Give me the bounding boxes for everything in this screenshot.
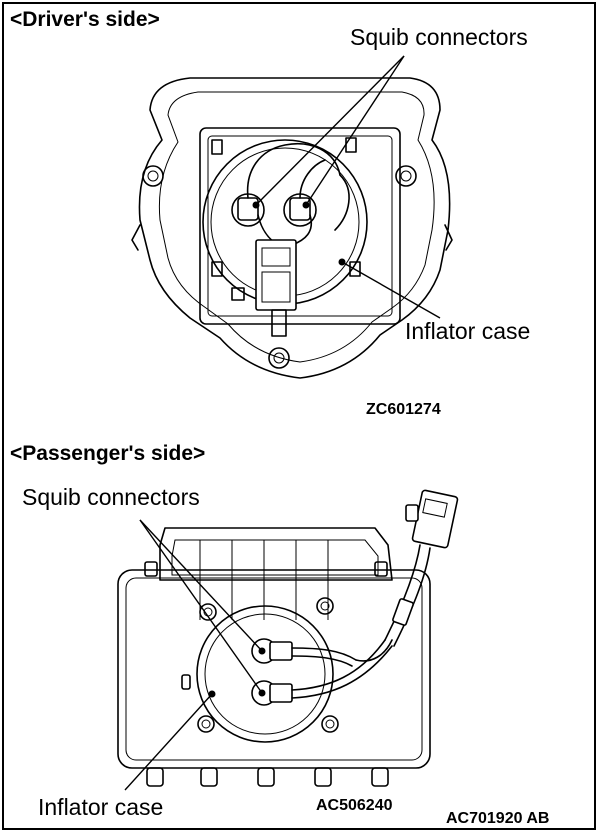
passenger-figure-code: AC506240 bbox=[316, 797, 393, 814]
passenger-side-heading: <Passenger's side> bbox=[10, 442, 206, 465]
passenger-squib-connectors-label: Squib connectors bbox=[22, 484, 200, 510]
overall-figure-code: AC701920 AB bbox=[446, 810, 550, 827]
driver-squib-connectors-label: Squib connectors bbox=[350, 24, 528, 50]
driver-inflator-case-label: Inflator case bbox=[405, 318, 531, 344]
passenger-inflator-case-label: Inflator case bbox=[38, 794, 164, 820]
driver-figure-code: ZC601274 bbox=[366, 401, 441, 418]
driver-side-heading: <Driver's side> bbox=[10, 8, 160, 31]
